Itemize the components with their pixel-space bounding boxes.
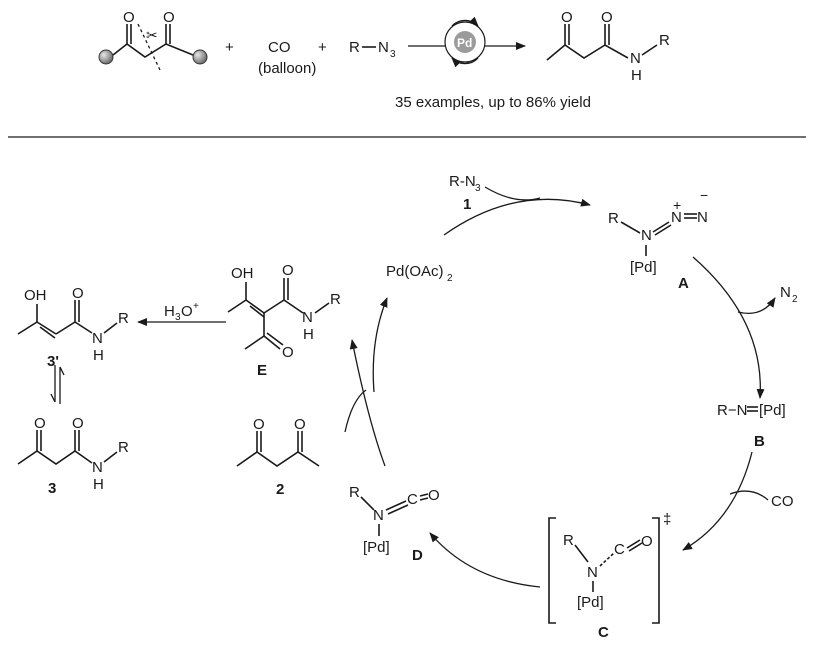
intermediate-E: OH O N H R O E bbox=[228, 262, 341, 379]
intermediate-C: ‡ R N C O [Pd] C bbox=[549, 511, 671, 641]
svg-text:N: N bbox=[92, 330, 103, 347]
label-E: E bbox=[257, 362, 267, 379]
svg-text:O: O bbox=[72, 285, 84, 302]
summary-text: 35 examples, up to 86% yield bbox=[395, 94, 591, 111]
balloon-label: (balloon) bbox=[258, 60, 316, 77]
svg-text:+: + bbox=[193, 301, 199, 312]
pd-oac2: Pd(OAc) 2 bbox=[386, 263, 453, 284]
label-3: 3 bbox=[48, 480, 56, 497]
acetylacetone-2: O O 2 bbox=[237, 416, 319, 498]
svg-text:H: H bbox=[631, 67, 642, 84]
label-C: C bbox=[598, 624, 609, 641]
catalyst-pd-label: Pd bbox=[457, 36, 472, 50]
h3o-plus: H 3 O + bbox=[164, 301, 199, 323]
arc-D-to-E bbox=[352, 340, 385, 466]
svg-text:O: O bbox=[294, 416, 306, 433]
svg-text:N: N bbox=[373, 507, 384, 524]
svg-text:R-N: R-N bbox=[449, 173, 476, 190]
svg-text:Pd(OAc): Pd(OAc) bbox=[386, 263, 444, 280]
svg-text:C: C bbox=[407, 491, 418, 508]
svg-text:R: R bbox=[349, 484, 360, 501]
svg-text:H: H bbox=[303, 326, 314, 343]
acac-entry-curve bbox=[345, 390, 366, 432]
svg-text:O: O bbox=[428, 487, 440, 504]
enol-3-prime: OH O N H R 3' bbox=[18, 285, 129, 370]
substrate-o1: O bbox=[123, 9, 135, 26]
svg-text:−: − bbox=[700, 187, 708, 203]
arc-A-to-B bbox=[693, 257, 760, 398]
plus-1: + bbox=[225, 39, 234, 56]
azide-1: R-N 3 1 bbox=[449, 173, 481, 213]
svg-text:O: O bbox=[253, 416, 265, 433]
svg-text:OH: OH bbox=[24, 287, 47, 304]
intermediate-B: R−N [Pd] B bbox=[717, 402, 786, 450]
co-in: CO bbox=[771, 493, 794, 510]
label-1: 1 bbox=[463, 196, 471, 213]
svg-text:R: R bbox=[330, 291, 341, 308]
tautomer-equilibrium bbox=[51, 365, 64, 404]
svg-text:[Pd]: [Pd] bbox=[759, 402, 786, 419]
svg-text:O: O bbox=[641, 533, 653, 550]
svg-text:O: O bbox=[282, 344, 294, 361]
ketoamide-product: O O N H R bbox=[547, 9, 670, 84]
svg-text:[Pd]: [Pd] bbox=[577, 594, 604, 611]
label-A: A bbox=[678, 275, 689, 292]
svg-text:+: + bbox=[673, 197, 681, 213]
co-reagent: CO bbox=[268, 39, 291, 56]
svg-text:O: O bbox=[181, 303, 193, 320]
svg-text:N: N bbox=[780, 284, 791, 301]
svg-text:3: 3 bbox=[390, 49, 396, 60]
plus-2: + bbox=[318, 39, 327, 56]
svg-text:[Pd]: [Pd] bbox=[363, 539, 390, 556]
svg-text:O: O bbox=[561, 9, 573, 26]
svg-text:[Pd]: [Pd] bbox=[630, 259, 657, 276]
diketone-substrate: O O ✂ bbox=[99, 9, 207, 70]
svg-text:N: N bbox=[641, 227, 652, 244]
svg-text:C: C bbox=[614, 541, 625, 558]
svg-text:2: 2 bbox=[792, 294, 798, 305]
intermediate-A: R N N + N − [Pd] A bbox=[608, 187, 708, 292]
arc-B-to-C bbox=[683, 452, 752, 550]
svg-text:O: O bbox=[34, 415, 46, 432]
svg-text:2: 2 bbox=[447, 273, 453, 284]
svg-text:O: O bbox=[72, 415, 84, 432]
n2-exit-arrow bbox=[738, 298, 775, 313]
svg-text:R−N: R−N bbox=[717, 402, 747, 419]
dagger: ‡ bbox=[663, 511, 671, 528]
svg-text:H: H bbox=[164, 303, 175, 320]
azide-reagent: R N 3 bbox=[349, 39, 396, 60]
svg-text:H: H bbox=[93, 347, 104, 364]
svg-text:R: R bbox=[608, 210, 619, 227]
svg-text:N: N bbox=[302, 309, 313, 326]
svg-text:R: R bbox=[659, 32, 670, 49]
svg-text:N: N bbox=[697, 209, 708, 226]
keto-3: O O N H R 3 bbox=[18, 415, 129, 497]
arc-C-to-D bbox=[430, 533, 540, 587]
svg-text:N: N bbox=[378, 39, 389, 56]
label-2: 2 bbox=[276, 481, 284, 498]
svg-text:R: R bbox=[349, 39, 360, 56]
svg-text:O: O bbox=[601, 9, 613, 26]
svg-text:3: 3 bbox=[475, 183, 481, 194]
svg-text:H: H bbox=[93, 476, 104, 493]
rn3-entry-curve bbox=[485, 187, 540, 200]
svg-text:N: N bbox=[92, 459, 103, 476]
arc-E-to-pd bbox=[373, 298, 387, 392]
n2-release: N 2 bbox=[780, 284, 798, 305]
substrate-o2: O bbox=[163, 9, 175, 26]
label-B: B bbox=[754, 433, 765, 450]
label-D: D bbox=[412, 547, 423, 564]
svg-text:O: O bbox=[282, 262, 294, 279]
svg-text:N: N bbox=[630, 50, 641, 67]
pd-catalyst-arrow: Pd bbox=[408, 20, 525, 63]
scissors-icon: ✂ bbox=[146, 27, 158, 43]
svg-text:R: R bbox=[118, 439, 129, 456]
svg-text:OH: OH bbox=[231, 265, 254, 282]
svg-text:R: R bbox=[563, 532, 574, 549]
svg-text:R: R bbox=[118, 310, 129, 327]
intermediate-D: R N C O [Pd] D bbox=[349, 484, 440, 564]
svg-text:N: N bbox=[587, 564, 598, 581]
label-3-prime: 3' bbox=[47, 353, 59, 370]
